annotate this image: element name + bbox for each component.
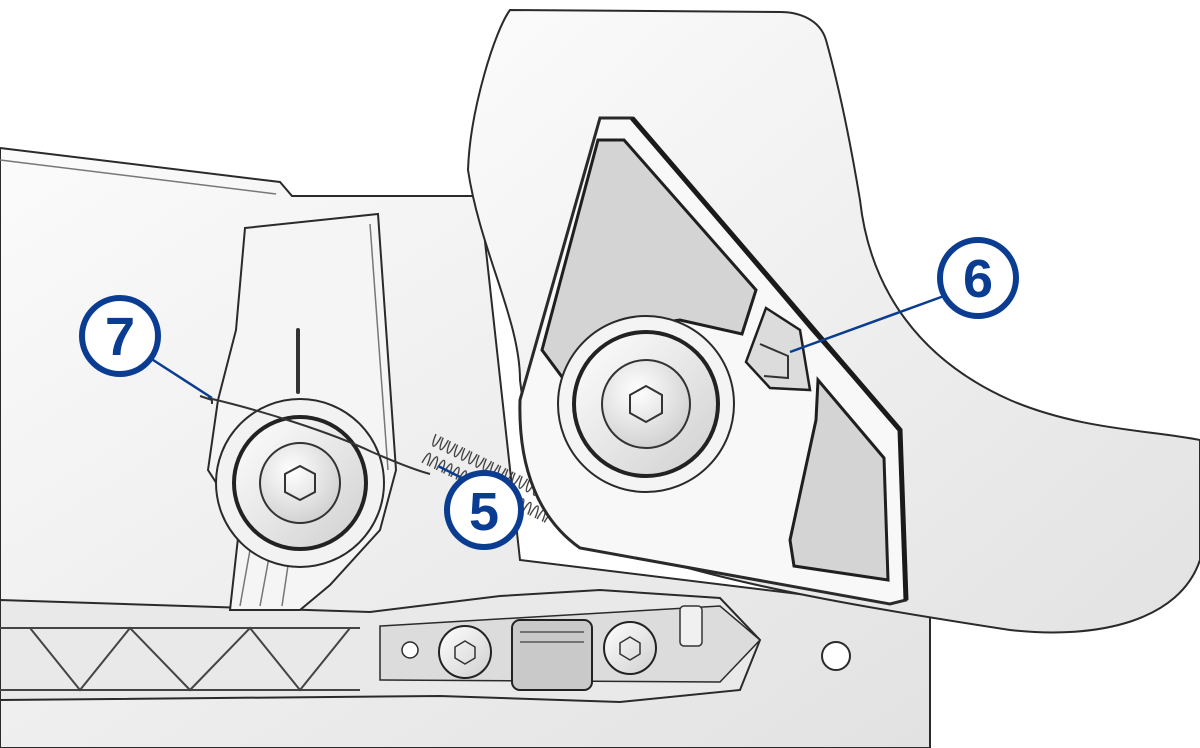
rail-clip <box>511 619 593 691</box>
left-pivot-hex <box>284 464 316 502</box>
callout-7: 7 <box>79 295 161 377</box>
cam-window-bottom <box>788 376 890 582</box>
small-hole <box>401 641 419 659</box>
right-pivot-hex <box>629 384 663 424</box>
spring-hook-end <box>199 395 213 404</box>
mounting-hole <box>821 641 851 671</box>
rail-slot-tab <box>679 605 703 647</box>
callout-5-label: 5 <box>469 482 499 542</box>
rail-bolt-left-hex <box>454 640 476 665</box>
plate-top-edge <box>0 159 277 195</box>
pawl-slot <box>744 306 812 392</box>
callout-6-leader <box>789 294 945 354</box>
spring-wire <box>207 397 431 475</box>
right-pivot-bolt <box>601 359 691 449</box>
callout-7-leader <box>149 356 213 400</box>
pawl-spring-leg <box>759 343 789 380</box>
left-pivot-bolt <box>259 442 341 524</box>
callout-6-label: 6 <box>963 249 993 309</box>
callout-5: 5 <box>444 470 524 550</box>
callout-6-circle <box>937 237 1019 319</box>
callout-6: 6 <box>937 237 1019 319</box>
callout-7-label: 7 <box>105 307 135 367</box>
rail-bolt-right-hex <box>619 636 641 661</box>
rail-bolt-right <box>603 621 657 675</box>
cam-window-top <box>540 138 758 388</box>
callout-7-circle <box>79 295 161 377</box>
rail-clip-ridges <box>520 631 584 643</box>
lattice-struts <box>0 626 360 692</box>
rail-bolt-left <box>438 625 492 679</box>
callout-5-circle <box>444 470 524 550</box>
cam-bracket-edge <box>630 116 909 601</box>
